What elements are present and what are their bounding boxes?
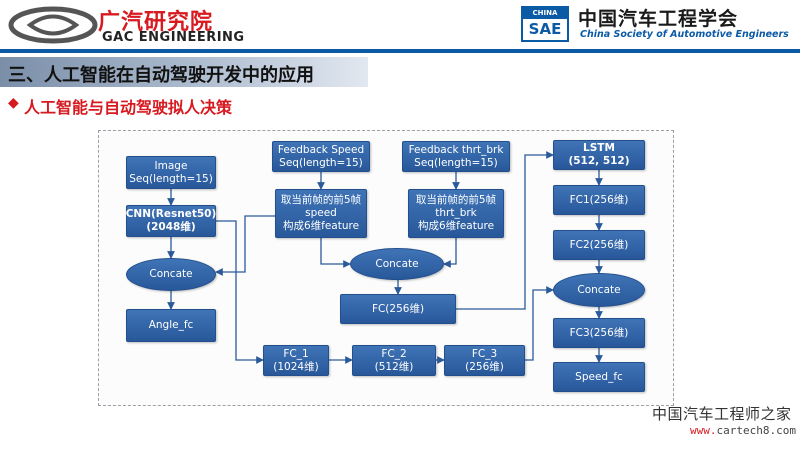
node-cnn: CNN(Resnet50) (2048维) bbox=[126, 205, 216, 237]
section-title: 三、人工智能在自动驾驶开发中的应用 bbox=[8, 65, 314, 86]
node-angle-fc: Angle_fc bbox=[126, 309, 216, 342]
gac-name-en: GAC ENGINEERING bbox=[102, 30, 245, 45]
header-divider bbox=[0, 49, 800, 53]
section-bar bbox=[0, 57, 368, 87]
sae-logo: CHINA SAE bbox=[521, 6, 569, 42]
node-image-seq: Image Seq(length=15) bbox=[126, 156, 216, 189]
node-concate-left: Concate bbox=[126, 258, 216, 291]
watermark-url-domain: cartech8.com bbox=[716, 424, 796, 437]
node-concate-right: Concate bbox=[553, 273, 645, 307]
node-fc-2: FC_2 (512维) bbox=[352, 345, 436, 376]
node-fc1-right: FC1(256维) bbox=[553, 185, 645, 215]
node-concate-mid: Concate bbox=[350, 248, 444, 280]
diamond-bullet-icon: ◆ bbox=[8, 95, 19, 111]
watermark-url: www.cartech8.com bbox=[690, 424, 796, 437]
node-speed-fc: Speed_fc bbox=[553, 362, 645, 392]
node-take-speed: 取当前帧的前5帧 speed 构成6维feature bbox=[275, 189, 367, 238]
sae-name-en: China Society of Automotive Engineers bbox=[580, 29, 789, 40]
node-take-thrt: 取当前帧的前5帧 thrt_brk 构成6维feature bbox=[408, 189, 504, 238]
node-fc-1: FC_1 (1024维) bbox=[263, 345, 329, 376]
node-feedback-speed: Feedback Speed Seq(length=15) bbox=[272, 141, 370, 172]
node-lstm: LSTM (512, 512) bbox=[553, 140, 645, 170]
node-fc3-right: FC3(256维) bbox=[553, 318, 645, 348]
sae-logo-text: SAE bbox=[528, 20, 562, 38]
sae-name-cn: 中国汽车工程学会 bbox=[578, 8, 739, 30]
gac-logo-icon bbox=[8, 6, 98, 44]
node-feedback-thrt: Feedback thrt_brk Seq(length=15) bbox=[402, 141, 510, 172]
header: 广汽研究院 GAC ENGINEERING CHINA SAE 中国汽车工程学会… bbox=[0, 0, 800, 52]
node-fc256-mid: FC(256维) bbox=[340, 294, 456, 324]
node-fc2-right: FC2(256维) bbox=[553, 230, 645, 260]
sae-logo-china: CHINA bbox=[523, 8, 567, 19]
node-fc-3: FC_3 (256维) bbox=[444, 345, 525, 376]
watermark-text: 中国汽车工程师之家 bbox=[652, 405, 792, 423]
subtitle: 人工智能与自动驾驶拟人决策 bbox=[24, 98, 233, 117]
watermark-url-prefix: www. bbox=[690, 424, 717, 437]
gac-name-cn: 广汽研究院 bbox=[98, 10, 214, 35]
